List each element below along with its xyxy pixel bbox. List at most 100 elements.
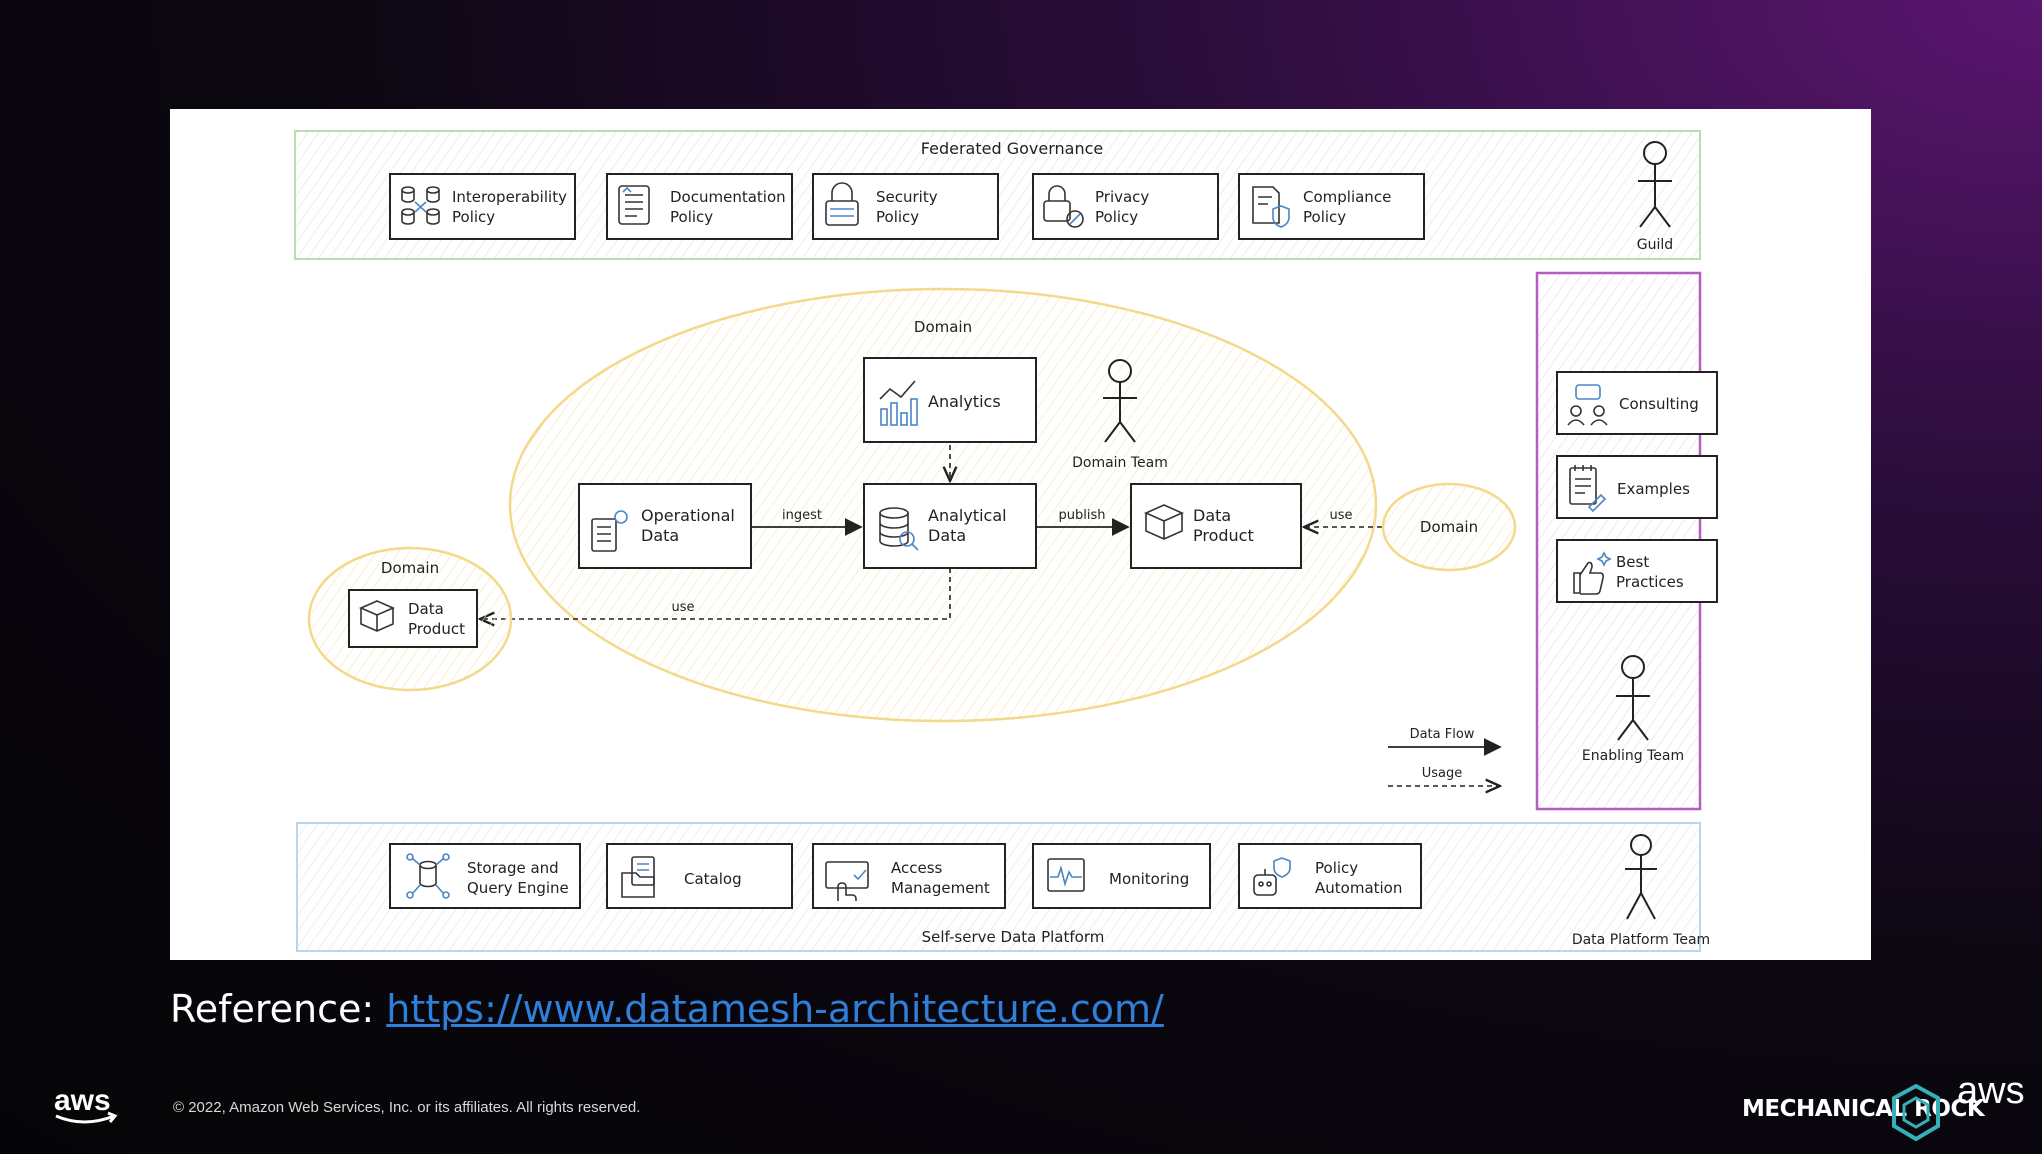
use-left-label: use: [671, 600, 694, 615]
platform-label-line1: Catalog: [684, 870, 742, 888]
ingest-label: ingest: [782, 508, 822, 523]
policy-label-line2: Policy: [1095, 208, 1138, 226]
publish-label: publish: [1059, 508, 1106, 523]
legend: Data Flow Usage: [1388, 727, 1502, 786]
analytics-chart-icon: [879, 380, 918, 426]
reference-prefix: Reference:: [170, 987, 375, 1031]
robot-icon: [1253, 857, 1291, 896]
analytics-node: Analytics: [863, 357, 1037, 443]
federated-governance-section: Federated Governance Interoperability Po…: [294, 130, 1701, 260]
policy-card-compliance: Compliance Policy: [1238, 173, 1425, 240]
reference-link[interactable]: https://www.datamesh-architecture.com/: [386, 987, 1164, 1031]
enabling-team-section: Consulting Examples Best Practices: [1535, 271, 1718, 811]
enabling-label-line2: Practices: [1616, 573, 1684, 591]
left-data-product-node: [348, 589, 478, 648]
platform-label-line2: Management: [891, 879, 990, 897]
diagram-panel: Federated Governance Interoperability Po…: [170, 109, 1871, 960]
policy-label-line1: Compliance: [1303, 188, 1391, 206]
enabling-card-best-practices: Best Practices: [1556, 539, 1718, 603]
enabling-label-line1: Best: [1616, 553, 1649, 571]
right-domain: Domain: [1381, 482, 1517, 572]
left-product-line2: Product: [408, 620, 465, 638]
database-search-icon: [879, 507, 919, 551]
legend-flow-label: Data Flow: [1410, 727, 1475, 742]
policy-label-line2: Policy: [876, 208, 919, 226]
analytical-data-node: Analytical Data: [863, 483, 1037, 569]
brand-aws-text: aws: [1957, 1070, 2025, 1112]
policy-card-interoperability: Interoperability Policy: [389, 173, 576, 240]
platform-team-label: Data Platform Team: [1572, 932, 1710, 948]
enabling-team-label: Enabling Team: [1582, 748, 1684, 764]
policy-label-line1: Privacy: [1095, 188, 1149, 206]
platform-title: Self-serve Data Platform: [922, 928, 1105, 946]
compliance-shield-icon: [1252, 186, 1290, 228]
copyright-text: © 2022, Amazon Web Services, Inc. or its…: [173, 1099, 641, 1116]
policy-card-security: Security Policy: [812, 173, 999, 240]
platform-label-line1: Access: [891, 859, 943, 877]
consulting-icon: [1567, 384, 1608, 426]
domain-label: Domain: [381, 559, 439, 577]
policy-card-documentation: Documentation Policy: [606, 173, 793, 240]
notepad-icon: [1569, 465, 1607, 513]
access-icon: [825, 861, 869, 901]
reference-line: Reference: https://www.datamesh-architec…: [170, 987, 1164, 1031]
platform-card-monitoring: Monitoring: [1032, 843, 1211, 909]
policy-label-line1: Documentation: [670, 188, 786, 206]
left-product-line1: Data: [408, 600, 444, 618]
policy-label-line2: Policy: [1303, 208, 1346, 226]
self-serve-platform-section: Storage and Query Engine Catalog Access …: [296, 822, 1710, 952]
platform-card-storage: Storage and Query Engine: [389, 843, 581, 909]
database-interop-icon: [401, 186, 440, 225]
enabling-label-line1: Examples: [1617, 480, 1690, 498]
enabling-label-line1: Consulting: [1619, 395, 1699, 413]
enabling-card-examples: Examples: [1556, 455, 1718, 519]
domain-label: Domain: [914, 318, 972, 336]
platform-team-figure-icon: [1625, 834, 1657, 920]
data-mesh-diagram: Federated Governance Interoperability Po…: [294, 130, 1718, 952]
platform-label-line2: Automation: [1315, 879, 1402, 897]
thumbs-up-icon: [1573, 551, 1612, 595]
package-box-icon: [1144, 504, 1184, 540]
document-icon: [618, 185, 650, 225]
enabling-card-consulting: Consulting: [1556, 371, 1718, 435]
main-domain: Domain Analytics Domain Team: [480, 287, 1382, 723]
legend-usage-label: Usage: [1422, 766, 1463, 781]
platform-label-line1: Monitoring: [1109, 870, 1189, 888]
use-right-label: use: [1329, 508, 1352, 523]
governance-title: Federated Governance: [921, 139, 1103, 158]
analytics-label: Analytics: [928, 392, 1001, 411]
platform-label-line1: Storage and: [467, 859, 559, 877]
storage-icon: [406, 853, 450, 899]
policy-label-line1: Security: [876, 188, 938, 206]
guild-figure-icon: [1638, 141, 1672, 228]
policy-label-line1: Interoperability: [452, 188, 567, 206]
platform-label-line1: Policy: [1315, 859, 1358, 877]
monitoring-icon: [1047, 858, 1085, 892]
analytical-line1: Analytical: [928, 506, 1007, 525]
operational-line2: Data: [641, 526, 679, 545]
policy-card-privacy: Privacy Policy: [1032, 173, 1219, 240]
privacy-lock-icon: [1043, 185, 1084, 228]
product-line2: Product: [1193, 526, 1254, 545]
catalog-icon: [621, 856, 655, 898]
domain-label: Domain: [1420, 518, 1478, 536]
aws-logo: aws: [52, 1082, 122, 1132]
domain-team-figure-icon: [1103, 359, 1137, 443]
platform-card-policy-automation: Policy Automation: [1238, 843, 1422, 909]
use-left-arrow: [480, 568, 951, 619]
aws-logo-text: aws: [54, 1084, 111, 1117]
guild-label: Guild: [1637, 237, 1673, 253]
aws-smile-icon: [55, 1114, 115, 1124]
enabling-team-figure-icon: [1616, 655, 1650, 741]
product-line1: Data: [1193, 506, 1231, 525]
analytical-line2: Data: [928, 526, 966, 545]
policy-label-line2: Policy: [452, 208, 495, 226]
platform-card-catalog: Catalog: [606, 843, 793, 909]
package-box-icon: [359, 600, 395, 632]
operational-data-icon: [591, 510, 628, 552]
policy-label-line2: Policy: [670, 208, 713, 226]
domain-team-label: Domain Team: [1072, 455, 1168, 471]
gear-icon: [1892, 1084, 1940, 1142]
brand-name: MECHANICAL ROCK: [1742, 1096, 1985, 1122]
left-domain: Domain Data Product: [307, 546, 513, 692]
